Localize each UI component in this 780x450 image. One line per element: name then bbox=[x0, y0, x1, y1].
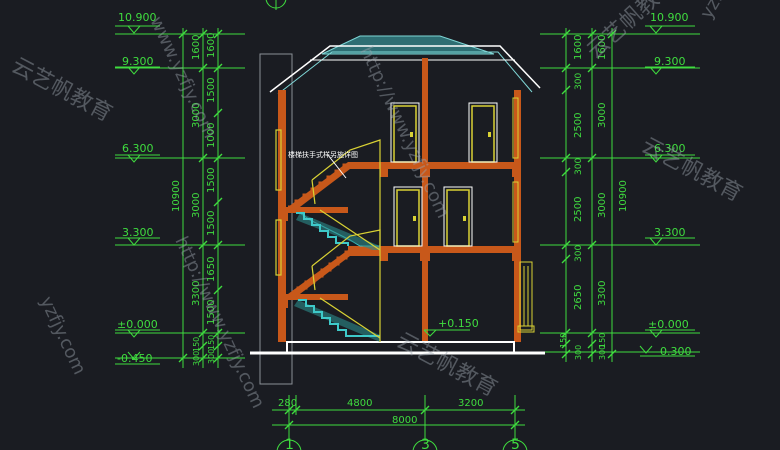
right-dim-inner-3: 2500 bbox=[573, 113, 584, 138]
axis-1: 1 bbox=[285, 437, 294, 450]
inner-level-mark: +0.150 bbox=[423, 317, 479, 337]
right-dim-inner-2: 300 bbox=[574, 73, 584, 90]
left-dim-inner-8: 150 bbox=[207, 335, 216, 350]
right-dim-inner-8: 150 bbox=[559, 333, 568, 348]
dim-4800: 4800 bbox=[347, 398, 372, 409]
right-dim-inner-7: 2650 bbox=[573, 285, 584, 310]
left-dim-inner-7: 1500 bbox=[206, 300, 217, 325]
left-dim-inner-3: 1000 bbox=[206, 123, 217, 148]
left-dim-inner-1: 1600 bbox=[206, 33, 217, 58]
right-dimensions bbox=[540, 28, 700, 362]
roof-hatch bbox=[321, 35, 495, 55]
level-6300-left: 6.300 bbox=[122, 142, 154, 155]
roof-inner bbox=[277, 51, 533, 95]
dim-280: 280 bbox=[278, 398, 297, 409]
watermark-3: 云艺帆教育 bbox=[7, 53, 116, 127]
dim-8000: 8000 bbox=[392, 415, 417, 426]
level-9300-left: 9.300 bbox=[122, 55, 154, 68]
left-dim-inner-2: 1500 bbox=[206, 78, 217, 103]
right-dim-inner-1: 1600 bbox=[573, 35, 584, 60]
right-dim-inner-6: 300 bbox=[574, 245, 584, 262]
left-dimensions bbox=[115, 28, 245, 368]
watermark-2: http://www.yzfjy.com bbox=[355, 43, 453, 221]
floor-slab-3 bbox=[380, 162, 521, 169]
level-10900-right: 10.900 bbox=[650, 11, 689, 24]
roof-outline bbox=[269, 45, 541, 93]
building-section: 楼梯扶手式样另施详图 +0.150 bbox=[250, 35, 545, 385]
left-dim-mid-6: 300 bbox=[192, 351, 201, 366]
left-dim-mid-4: 3300 bbox=[191, 281, 202, 306]
watermark-8: yzfjy.com bbox=[696, 0, 756, 22]
left-dim-mid-5: 150 bbox=[192, 337, 201, 352]
right-dim-mid-6: 300 bbox=[598, 345, 607, 360]
stair-steps-mid bbox=[296, 212, 349, 246]
left-level-markers bbox=[115, 25, 160, 365]
left-dim-inner-5: 1500 bbox=[206, 211, 217, 236]
right-dim-total: 10900 bbox=[618, 180, 629, 212]
level-6300-right: 6.300 bbox=[654, 142, 686, 155]
watermark-7: yzfjy.com bbox=[35, 293, 89, 378]
stair-landing-1 bbox=[278, 294, 348, 300]
bottom-dimensions bbox=[272, 395, 525, 435]
right-dim-inner-4: 300 bbox=[574, 158, 584, 175]
left-windows bbox=[275, 129, 282, 276]
level-3300-right: 3.300 bbox=[654, 226, 686, 239]
right-dim-inner-5: 2500 bbox=[573, 197, 584, 222]
slab-level-2-stair bbox=[348, 246, 384, 253]
inner-level-text: +0.150 bbox=[438, 317, 479, 330]
left-dim-mid-3: 3000 bbox=[191, 193, 202, 218]
left-dim-inner-9: 300 bbox=[207, 349, 216, 364]
level-0000-left: ±0.000 bbox=[117, 318, 158, 331]
level-0000-right: ±0.000 bbox=[648, 318, 689, 331]
stair-steps-lower bbox=[298, 299, 380, 337]
center-wall bbox=[422, 58, 428, 342]
left-dim-inner-4: 1500 bbox=[206, 168, 217, 193]
right-dim-mid-3: 3000 bbox=[597, 193, 608, 218]
right-dim-mid-1: 1600 bbox=[597, 35, 608, 60]
left-dim-mid-2: 3000 bbox=[191, 103, 202, 128]
right-dim-mid-4: 3300 bbox=[597, 281, 608, 306]
axis-3: 3 bbox=[421, 437, 430, 450]
stair-railing-note: 楼梯扶手式样另施详图 bbox=[288, 150, 358, 159]
level-10900-left: 10.900 bbox=[118, 11, 157, 24]
dim-3200: 3200 bbox=[458, 398, 483, 409]
axis-markers bbox=[265, 0, 528, 450]
left-dim-inner-6: 1650 bbox=[206, 257, 217, 282]
level-m0450-left: -0.450 bbox=[117, 352, 152, 365]
staircase bbox=[288, 139, 384, 342]
left-dim-mid-1: 1600 bbox=[191, 35, 202, 60]
right-dim-mid-2: 3000 bbox=[597, 103, 608, 128]
stair-landing-2 bbox=[278, 207, 348, 213]
watermark-4: http://www.yzfjy.com bbox=[170, 233, 268, 411]
floor-slab-2 bbox=[380, 246, 521, 253]
level-m0300-right: -0.300 bbox=[656, 345, 691, 358]
bay-window bbox=[517, 261, 535, 333]
stair-shaft-frame bbox=[259, 53, 293, 385]
left-dim-total: 10900 bbox=[171, 180, 182, 212]
right-level-markers bbox=[639, 25, 695, 357]
watermark-5: 云艺帆教育 bbox=[637, 133, 746, 207]
axis-5: 5 bbox=[511, 437, 520, 450]
right-dim-inner-9: 300 bbox=[574, 345, 583, 360]
right-dim-mid-5: 150 bbox=[598, 333, 607, 348]
level-3300-left: 3.300 bbox=[122, 226, 154, 239]
watermark-9: 云艺帆教育 bbox=[392, 328, 501, 402]
level-9300-right: 9.300 bbox=[654, 55, 686, 68]
